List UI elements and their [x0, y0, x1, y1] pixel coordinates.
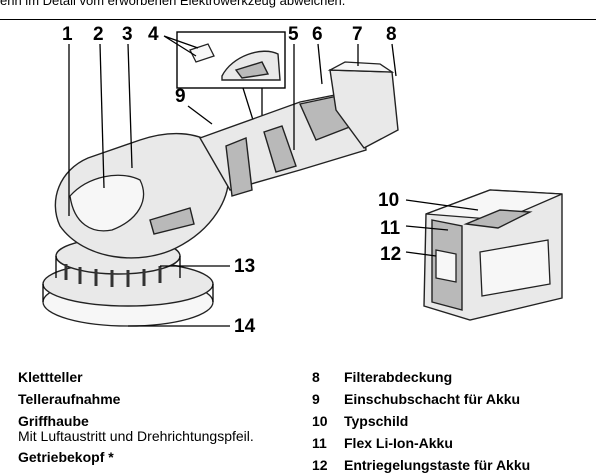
- product-illustration: 1 2 3 4 5 6 7 8 9 10 11 12 13 14: [0, 20, 596, 340]
- callout-14: 14: [234, 316, 256, 337]
- legend-label: Filterabdeckung: [344, 366, 452, 388]
- legend-number: 8: [312, 366, 344, 388]
- legend-item-3: Griffhaube Mit Luftaustritt und Drehrich…: [18, 410, 254, 444]
- legend-item-9: 9 Einschubschacht für Akku: [312, 388, 530, 410]
- callout-7: 7: [352, 24, 363, 45]
- legend-item-12: 12 Entriegelungstaste für Akku: [312, 454, 530, 476]
- callout-5: 5: [288, 24, 299, 45]
- legend-number: 11: [312, 432, 344, 454]
- header-text: enn im Detail vom erworbenen Elektrowerk…: [0, 0, 596, 8]
- legend-item-8: 8 Filterabdeckung: [312, 366, 530, 388]
- detail-inset: [177, 32, 285, 120]
- battery-pack: [424, 190, 562, 320]
- callout-2: 2: [93, 24, 104, 45]
- callout-4: 4: [148, 24, 159, 45]
- legend-right-column: 8 Filterabdeckung 9 Einschubschacht für …: [312, 366, 530, 476]
- legend-item-11: 11 Flex Li-Ion-Akku: [312, 432, 530, 454]
- callout-1: 1: [62, 24, 73, 45]
- callout-3: 3: [122, 24, 133, 45]
- legend-label: Entriegelungstaste für Akku: [344, 454, 530, 476]
- legend-item-4: Getriebekopf *: [18, 446, 254, 468]
- legend-number: 9: [312, 388, 344, 410]
- callout-8: 8: [386, 24, 397, 45]
- legend-number: 12: [312, 454, 344, 476]
- tool-body: [55, 62, 398, 258]
- legend-item-1: Klettteller: [18, 366, 254, 388]
- callout-11: 11: [380, 218, 401, 239]
- callout-6: 6: [312, 24, 323, 45]
- legend-number: 10: [312, 410, 344, 432]
- legend-label: Flex Li-Ion-Akku: [344, 432, 453, 454]
- legend-item-2: Telleraufnahme: [18, 388, 254, 410]
- legend-label: Telleraufnahme: [18, 388, 120, 410]
- callout-9: 9: [175, 86, 186, 107]
- callout-12: 12: [380, 244, 401, 265]
- callout-10: 10: [378, 190, 399, 211]
- callout-13: 13: [234, 256, 255, 277]
- legend-label: Klettteller: [18, 366, 83, 388]
- legend-label: Typschild: [344, 410, 408, 432]
- tool-drawing: 1 2 3 4 5 6 7 8 9 10 11 12 13 14: [0, 20, 596, 340]
- legend-note: Mit Luftaustritt und Drehrichtungspfeil.: [18, 428, 254, 444]
- legend-label: Getriebekopf *: [18, 446, 114, 468]
- legend-item-10: 10 Typschild: [312, 410, 530, 432]
- legend-label: Einschubschacht für Akku: [344, 388, 520, 410]
- legend-left-column: Klettteller Telleraufnahme Griffhaube Mi…: [18, 366, 254, 468]
